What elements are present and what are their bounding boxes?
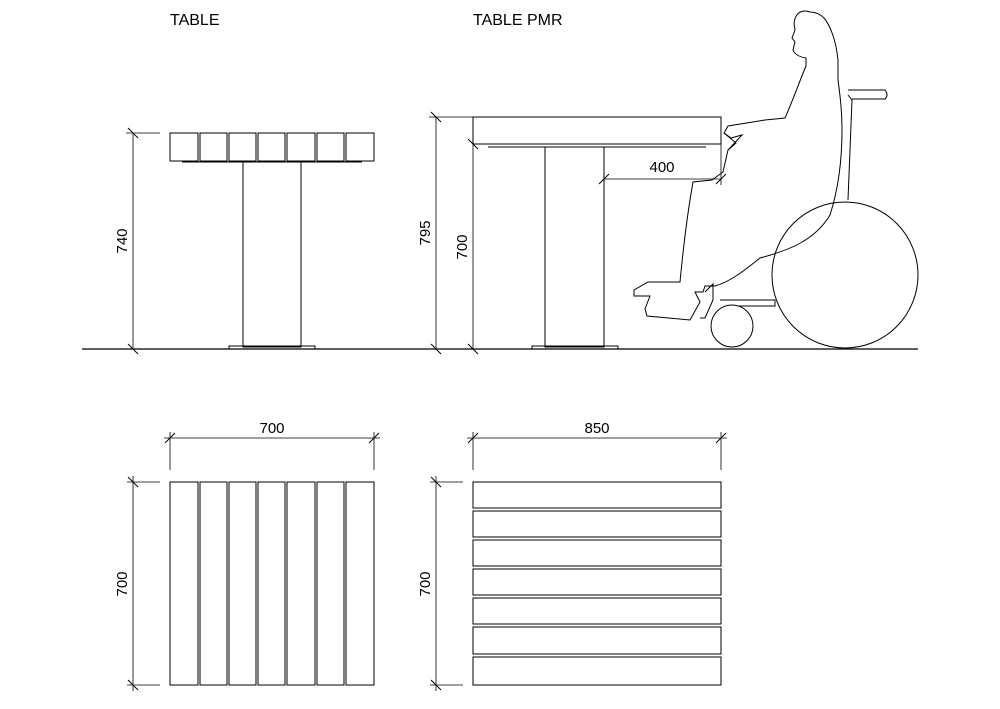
dim-table-width: 700 (164, 420, 380, 470)
person-silhouette (633, 10, 843, 321)
dim-label-700-width: 700 (259, 420, 284, 437)
wheelchair-backrest (847, 94, 853, 201)
wheelchair-footrest (700, 282, 714, 319)
plan-slat (345, 481, 375, 686)
plan-slat (228, 481, 257, 686)
dim-label-700-knee: 700 (454, 234, 471, 259)
table-pmr-elevation (472, 116, 722, 350)
pmr-plan-slat (472, 626, 722, 655)
pmr-plan-slat (472, 597, 722, 625)
slat-section (345, 132, 375, 162)
wheelchair-frame (720, 299, 776, 307)
dim-pmr-knee-height: 700 (454, 138, 479, 355)
table-plan-view (169, 481, 375, 686)
dim-pmr-depth: 700 (417, 476, 463, 691)
dim-table-depth: 700 (114, 476, 160, 691)
plan-slat (316, 481, 345, 686)
dim-pmr-width: 850 (467, 420, 727, 470)
table-base-plate (228, 345, 316, 350)
dim-pmr-total-height: 795 (417, 111, 473, 355)
dim-label-740: 740 (114, 228, 131, 253)
plan-slat (199, 481, 228, 686)
wheelchair-handle (848, 89, 888, 100)
dim-pmr-overhang: 400 (598, 144, 727, 185)
dim-label-700-pmr-depth: 700 (417, 571, 434, 596)
pmr-plan-slat (472, 481, 722, 509)
slat-section (257, 132, 286, 162)
table-elevation (169, 132, 375, 350)
dim-label-850: 850 (584, 420, 609, 437)
slat-section (199, 132, 228, 162)
slat-section (228, 132, 257, 162)
slat-section (286, 132, 316, 162)
dim-label-795: 795 (417, 220, 434, 245)
pmr-tabletop (472, 116, 722, 145)
wheelchair-user-figure (633, 10, 919, 349)
plan-slat (257, 481, 286, 686)
person-hand (723, 132, 737, 151)
title-table-pmr: TABLE PMR (473, 12, 563, 29)
pmr-plan-slat (472, 568, 722, 596)
slat-section (316, 132, 345, 162)
plan-slat (286, 481, 316, 686)
pmr-plan-slat (472, 539, 722, 567)
pmr-pedestal (544, 146, 605, 348)
wheelchair-small-wheel (710, 304, 754, 348)
pmr-base-plate (531, 345, 619, 350)
pmr-plan-slat (472, 510, 722, 538)
title-table: TABLE (170, 12, 220, 29)
pmr-plan-view (472, 481, 722, 686)
table-pedestal (242, 161, 302, 348)
plan-slat (169, 481, 199, 686)
dim-label-400: 400 (649, 159, 674, 176)
slat-section (169, 132, 199, 162)
wheelchair-big-wheel (771, 201, 919, 349)
dim-label-700-depth: 700 (114, 571, 131, 596)
dim-table-height: 740 (114, 127, 160, 355)
table-top-slats (169, 132, 375, 162)
pmr-plan-slat (472, 656, 722, 686)
